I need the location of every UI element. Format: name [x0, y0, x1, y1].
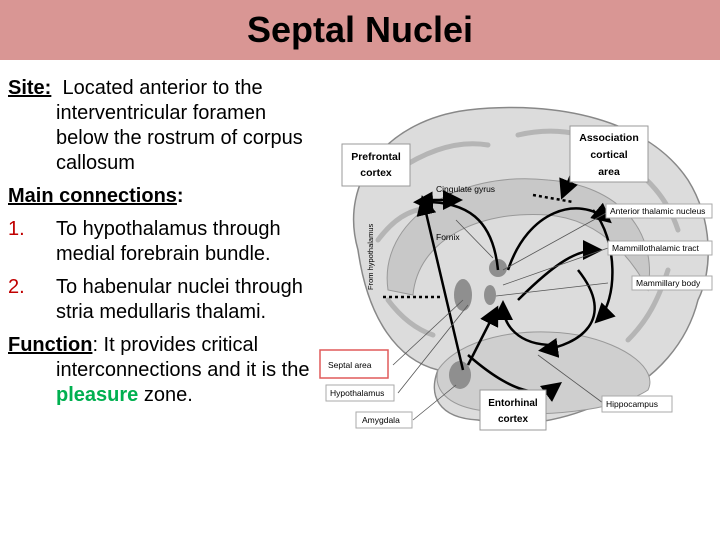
amygdala-box: [355, 411, 413, 429]
item-text: To hypothalamus through medial forebrain…: [56, 218, 281, 265]
function-text-after: zone.: [138, 384, 193, 406]
mammillary-body: [484, 285, 496, 305]
prefrontal-box: [341, 143, 411, 187]
fornix-label: Fornix: [436, 232, 460, 242]
anterior-thalamic-box: [605, 203, 713, 219]
function-text-before: : It provides critical interconnections …: [56, 334, 310, 381]
connections-label: Main connections: [8, 185, 177, 207]
connection-item-1: 1. To hypothalamus through medial forebr…: [8, 217, 316, 267]
connections-heading: Main connections:: [8, 184, 316, 209]
slide-title: Septal Nuclei: [246, 9, 474, 50]
hypothalamus-label: Hypothalamus: [330, 388, 384, 398]
septal-area-label: Septal area: [328, 360, 372, 370]
site-paragraph: Site: Located anterior to the interventr…: [8, 76, 316, 176]
association-label-3: area: [598, 166, 620, 178]
site-label: Site:: [8, 77, 52, 99]
mammillary-box: [631, 275, 713, 291]
text-column: Site: Located anterior to the interventr…: [8, 76, 316, 416]
connections-colon: :: [176, 185, 184, 207]
septal-nucleus: [454, 279, 472, 311]
site-text: Located anterior to the interventricular…: [56, 77, 303, 174]
item-number: 2.: [8, 276, 25, 298]
mammillothalamic-label: Mammillothalamic tract: [612, 243, 700, 253]
mammillary-body-label: Mammillary body: [636, 278, 701, 288]
hypothalamus-box: [325, 384, 395, 402]
pleasure-highlight: pleasure: [56, 384, 139, 406]
connection-arrows: [413, 191, 616, 402]
amygdala-nucleus: [449, 361, 471, 389]
anterior-thalamic-label: Anterior thalamic nucleus: [610, 206, 705, 216]
item-text: To habenular nuclei through stria medull…: [56, 276, 303, 323]
mammillothalamic-box: [607, 240, 713, 256]
association-label-1: Association: [579, 132, 639, 144]
septal-area-box: [319, 349, 389, 379]
from-hypothalamus-label: From hypothalamus: [366, 223, 375, 290]
connection-item-2: 2. To habenular nuclei through stria med…: [8, 275, 316, 325]
function-paragraph: Function: It provides critical interconn…: [8, 333, 316, 408]
title-bar: Septal Nuclei: [0, 0, 720, 60]
hippocampus-box: [601, 395, 673, 413]
amygdala-label: Amygdala: [362, 415, 400, 425]
leader-lines: [392, 211, 609, 421]
association-box: [569, 125, 649, 183]
limbic-diagram: Prefrontal cortex Association cortical a…: [319, 106, 713, 431]
prefrontal-label-1: Prefrontal: [351, 151, 401, 163]
dashed-tracts: [383, 193, 574, 299]
entorhinal-box: [479, 389, 547, 431]
entorhinal-label-1: Entorhinal: [488, 398, 538, 409]
function-label: Function: [8, 334, 93, 356]
association-label-2: cortical: [590, 149, 627, 161]
cingulate-label: Cingulate gyrus: [436, 184, 495, 194]
prefrontal-label-2: cortex: [360, 167, 392, 179]
brain-outline: [352, 106, 709, 425]
item-number: 1.: [8, 218, 25, 240]
hippocampus-label: Hippocampus: [606, 399, 658, 409]
entorhinal-label-2: cortex: [498, 414, 528, 425]
